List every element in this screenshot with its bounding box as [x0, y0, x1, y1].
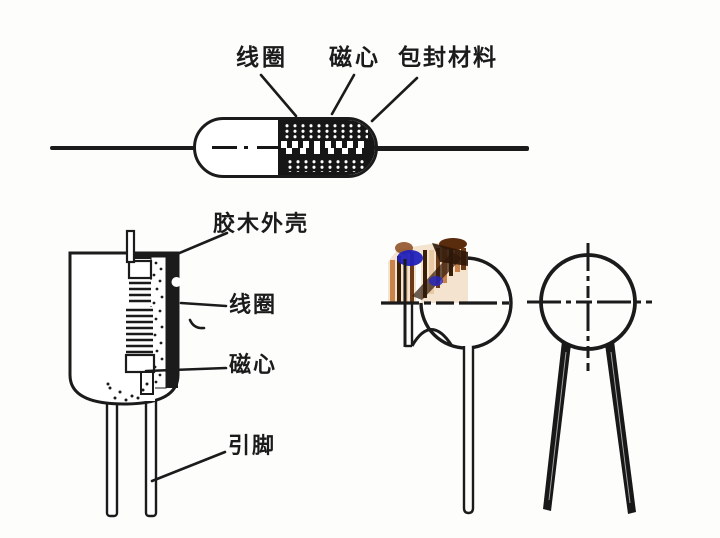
- axial-figure-leader-lines: [259, 73, 419, 123]
- angled-view-figure: [381, 238, 513, 515]
- label-coil-top: 线圈: [236, 45, 288, 71]
- shell-wall-top: [130, 252, 178, 259]
- cross-section-left-lead: [105, 397, 119, 518]
- winding-texture-bottom: [284, 159, 366, 172]
- label-core-bottom: 磁心: [229, 353, 278, 378]
- shell-wall-side: [166, 256, 178, 388]
- axial-inductor-body: [193, 117, 378, 178]
- lead-highlight: [610, 351, 631, 504]
- core-rod-top: [125, 229, 136, 264]
- lead-highlight: [548, 351, 567, 501]
- tick-mark: [188, 318, 206, 330]
- shell-wall-notch: [171, 277, 182, 287]
- cross-section-figure: [68, 229, 229, 518]
- label-bakelite-shell: 胶木外壳: [213, 212, 310, 237]
- cross-section-leader-lines: [144, 231, 229, 483]
- watermark-artifact: [388, 238, 468, 303]
- leader-shell: [168, 231, 229, 259]
- leader-lead-pin: [150, 450, 227, 483]
- stipple-dots: [106, 261, 164, 402]
- axial-right-lead-wire: [375, 146, 529, 151]
- leader-coil-bottom: [179, 301, 228, 308]
- axial-left-lead-wire: [50, 146, 195, 150]
- coil-winding-section: [124, 259, 156, 395]
- cross-section-right-lead: [144, 386, 158, 518]
- leader-core-bottom: [144, 366, 228, 373]
- leader-encapsulation: [370, 76, 419, 123]
- front-view-figure: [527, 243, 652, 514]
- winding-texture-top: [283, 123, 368, 139]
- axis-dash-dot-line: [212, 146, 278, 149]
- label-lead-pin: 引脚: [228, 434, 277, 459]
- label-encapsulation: 包封材料: [398, 45, 498, 71]
- leader-coil-top: [259, 73, 298, 118]
- angled-view-lead: [462, 346, 475, 515]
- winding-texture-middle: [281, 141, 366, 154]
- label-coil-bottom: 线圈: [229, 293, 278, 318]
- label-core-top: 磁心: [329, 45, 381, 71]
- angled-view-bottom-notch: [410, 328, 454, 347]
- encapsulated-winding-section: [278, 120, 375, 175]
- leader-core-top: [330, 73, 356, 116]
